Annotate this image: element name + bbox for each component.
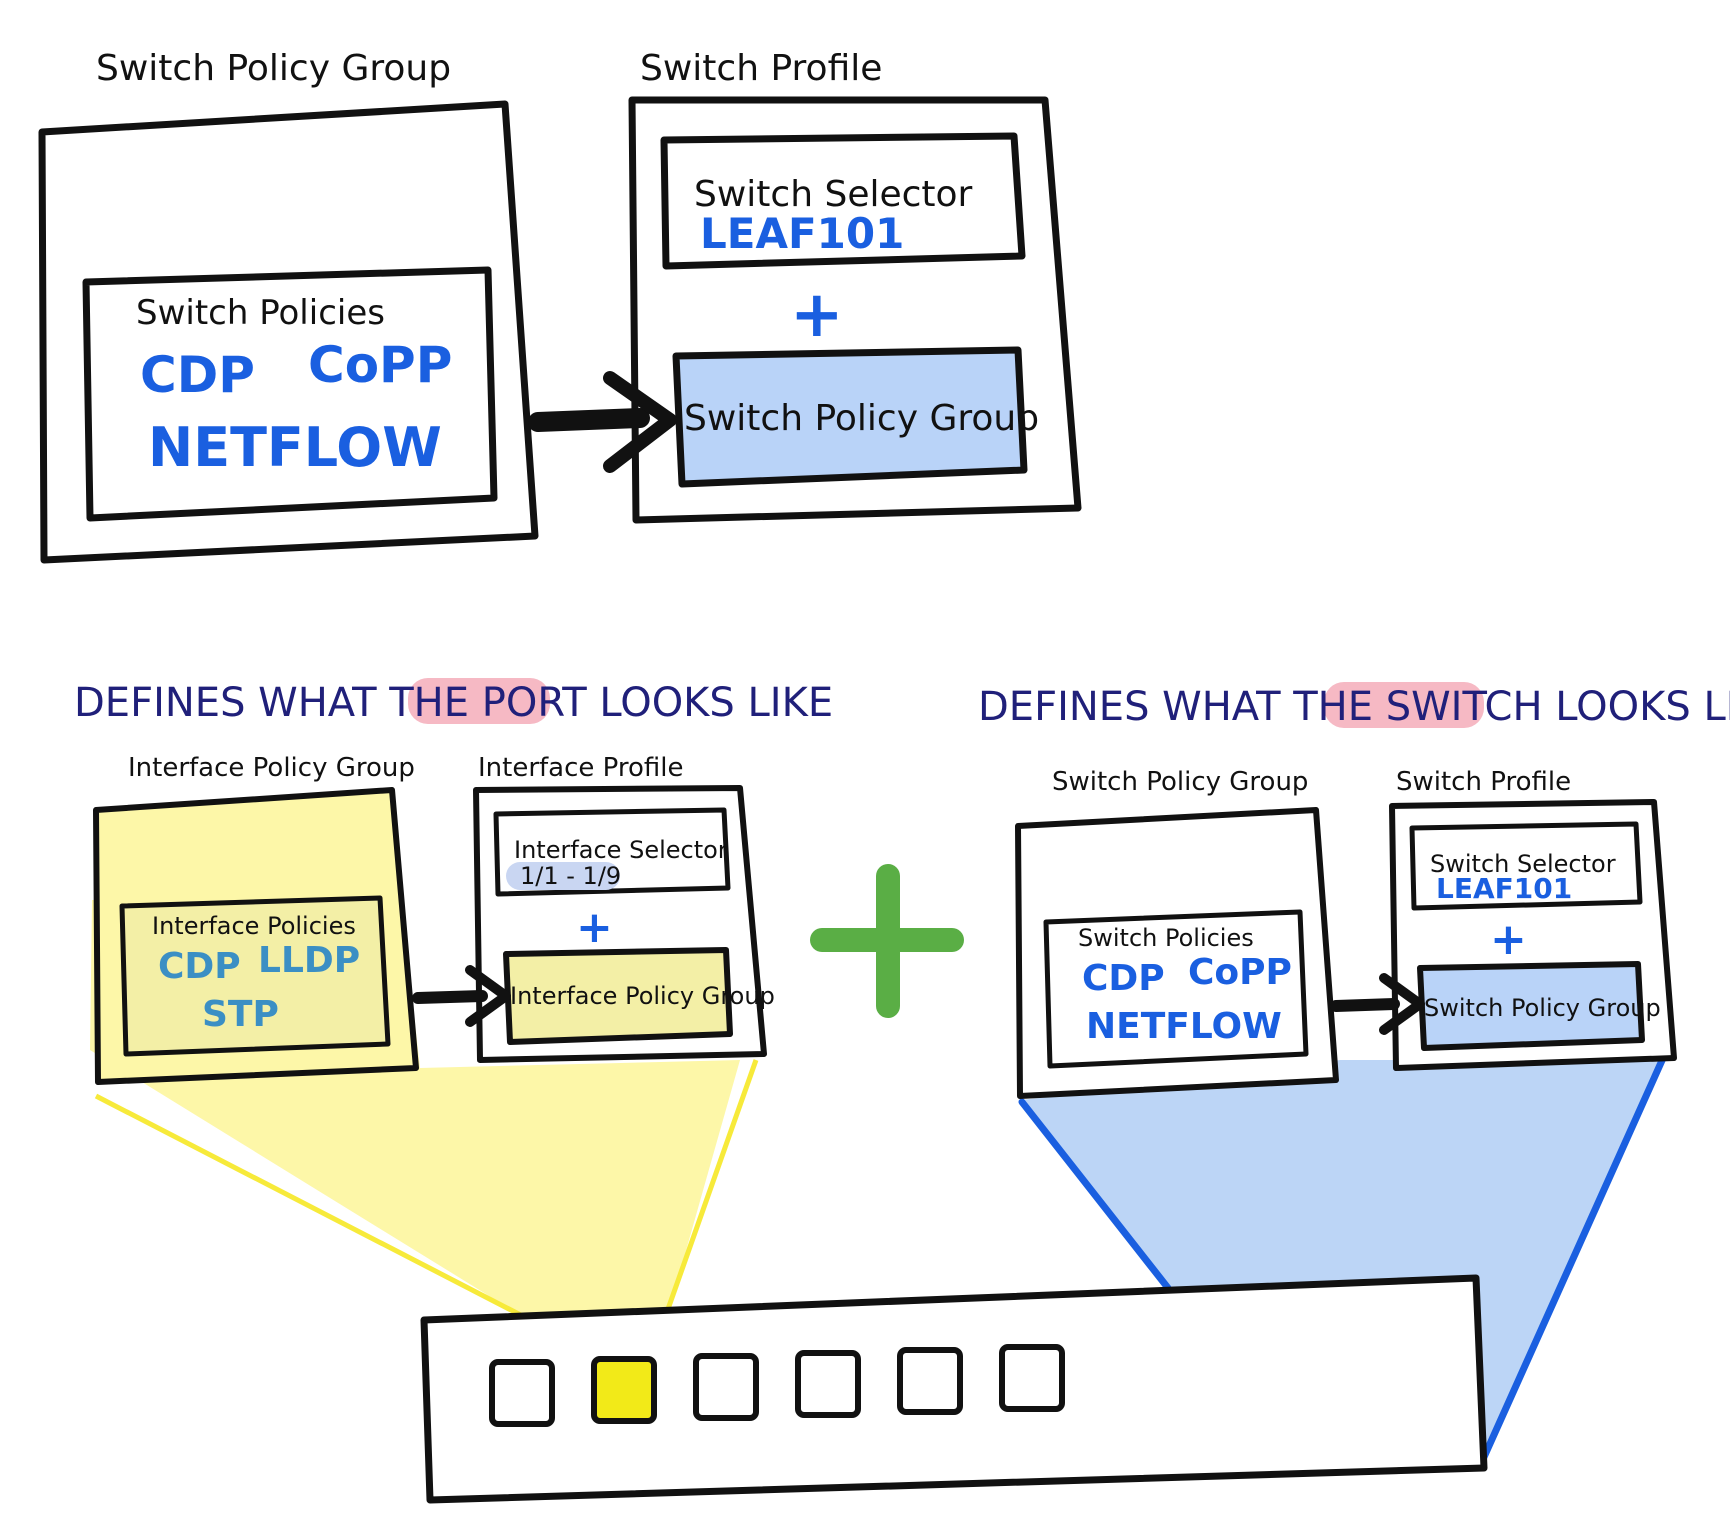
bottom-switch-policies-box (1043, 909, 1309, 1069)
bottom-switch-selector-value: LEAF101 (1436, 872, 1572, 905)
interface-selector-value: 1/1 - 1/9 (520, 862, 621, 890)
interface-selector-box (493, 807, 731, 897)
switch-port (693, 1353, 759, 1421)
switch-port (489, 1359, 555, 1427)
interface-arrow-head-icon (465, 965, 511, 1027)
top-switch-policy-group-ref-label: Switch Policy Group (684, 398, 1039, 439)
interface-policy-stp: STP (202, 994, 279, 1035)
bottom-arrow-head-icon (1379, 973, 1425, 1035)
top-switch-policy-group-label: Switch Policy Group (96, 48, 451, 89)
heading-port: DEFINES WHAT THE PORT LOOKS LIKE (74, 680, 833, 726)
bottom-switch-policies-title: Switch Policies (1078, 924, 1254, 952)
bottom-switch-policy-group-ref-box (1417, 961, 1645, 1051)
bottom-switch-policy-group-ref-label: Switch Policy Group (1424, 994, 1661, 1022)
interface-policies-title: Interface Policies (152, 912, 356, 940)
interface-policy-cdp: CDP (158, 946, 241, 987)
bottom-switch-selector-title: Switch Selector (1430, 850, 1616, 878)
top-switch-profile-label: Switch Profile (640, 48, 882, 89)
interface-policy-lldp: LLDP (258, 940, 360, 981)
switch-ports (489, 1344, 1065, 1427)
top-switch-selector-box (660, 132, 1026, 270)
top-policy-netflow: NETFLOW (148, 416, 442, 479)
top-switch-selector-title: Switch Selector (694, 174, 973, 215)
interface-policy-group-ref-box (503, 947, 733, 1045)
top-policy-cdp: CDP (140, 346, 255, 404)
interface-policy-group-ref-label: Interface Policy Group (510, 982, 775, 1010)
top-switch-policy-group-box (38, 100, 539, 564)
interface-selector-title: Interface Selector (514, 836, 728, 864)
top-switch-selector-value: LEAF101 (700, 209, 904, 258)
bottom-switch-profile-label: Switch Profile (1396, 767, 1571, 797)
top-switch-profile-box (628, 96, 1082, 524)
interface-policy-group-label: Interface Policy Group (128, 753, 415, 783)
bottom-switch-selector-box (1409, 821, 1643, 911)
switch-cone-fill (1020, 1060, 1662, 1468)
switch-cone-right-line (1476, 1052, 1668, 1470)
port-highlight (408, 678, 550, 724)
top-policy-copp: CoPP (308, 336, 452, 394)
interface-plus-icon: + (576, 902, 613, 953)
heading-switch: DEFINES WHAT THE SWITCH LOOKS LIKE (978, 684, 1730, 730)
interface-selector-value-highlight (506, 862, 620, 890)
switch-port (999, 1344, 1065, 1412)
bottom-policy-copp: CoPP (1188, 952, 1292, 993)
bottom-policy-cdp: CDP (1082, 958, 1165, 999)
bottom-switch-policy-group-label: Switch Policy Group (1052, 767, 1308, 797)
switch-port (897, 1347, 963, 1415)
bottom-arrow-shaft (1330, 998, 1400, 1012)
switch-cone-left-line (1018, 1098, 1172, 1292)
bottom-switch-policy-group-box (1015, 807, 1339, 1099)
bottom-plus-icon: + (1490, 914, 1527, 965)
top-arrow-shaft (528, 408, 650, 432)
top-switch-policies-title: Switch Policies (136, 293, 385, 333)
interface-arrow-shaft (412, 990, 488, 1004)
bottom-policy-netflow: NETFLOW (1086, 1006, 1282, 1047)
switch-highlight (1324, 682, 1484, 728)
top-switch-policy-group-ref-box (672, 346, 1028, 488)
top-switch-policies-box (82, 266, 498, 522)
interface-policies-box (119, 895, 391, 1057)
interface-profile-label: Interface Profile (478, 753, 684, 783)
top-plus-icon: + (790, 278, 844, 352)
switch-port-selected (591, 1356, 657, 1424)
top-arrow-head-icon (603, 371, 677, 473)
switch-port (795, 1350, 861, 1418)
